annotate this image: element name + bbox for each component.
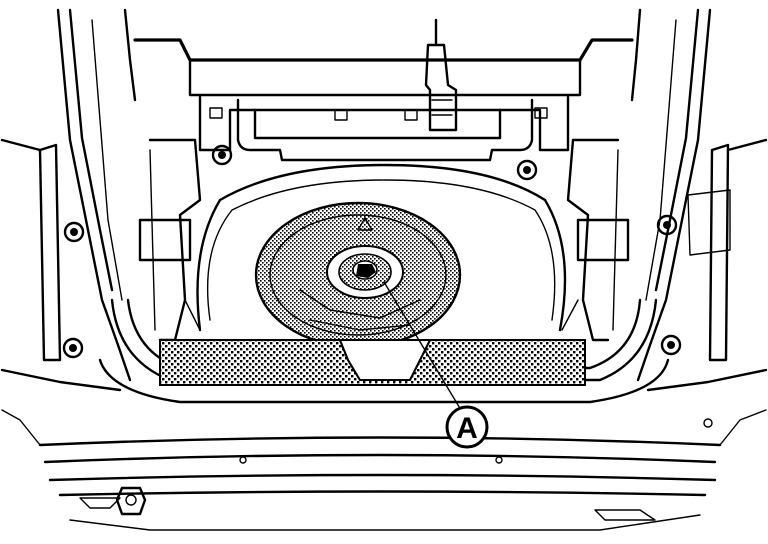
upper-trim	[188, 58, 582, 162]
tie-down-hook-left	[63, 221, 85, 243]
tie-down-hook-lower-right	[660, 334, 682, 356]
center-latch-bracket	[424, 18, 458, 132]
callout-a: A	[445, 405, 489, 449]
tie-down-hook-lower-left	[62, 337, 84, 359]
tow-hook	[115, 486, 147, 516]
tie-down-hook-top-left	[211, 144, 233, 166]
rear-sill-grille	[159, 339, 586, 386]
spare-tire	[254, 201, 462, 349]
right-body-panel	[630, 8, 768, 392]
tie-down-hook-top-right	[516, 159, 538, 181]
tie-down-hook-right	[656, 214, 678, 236]
callout-a-leader	[383, 281, 462, 411]
callout-a-label: A	[456, 412, 478, 445]
right-side-trim	[566, 138, 630, 342]
spare-tire-well	[184, 163, 579, 332]
rear-bumper	[1, 409, 767, 531]
left-body-panel	[0, 8, 137, 392]
left-side-trim	[138, 138, 202, 342]
